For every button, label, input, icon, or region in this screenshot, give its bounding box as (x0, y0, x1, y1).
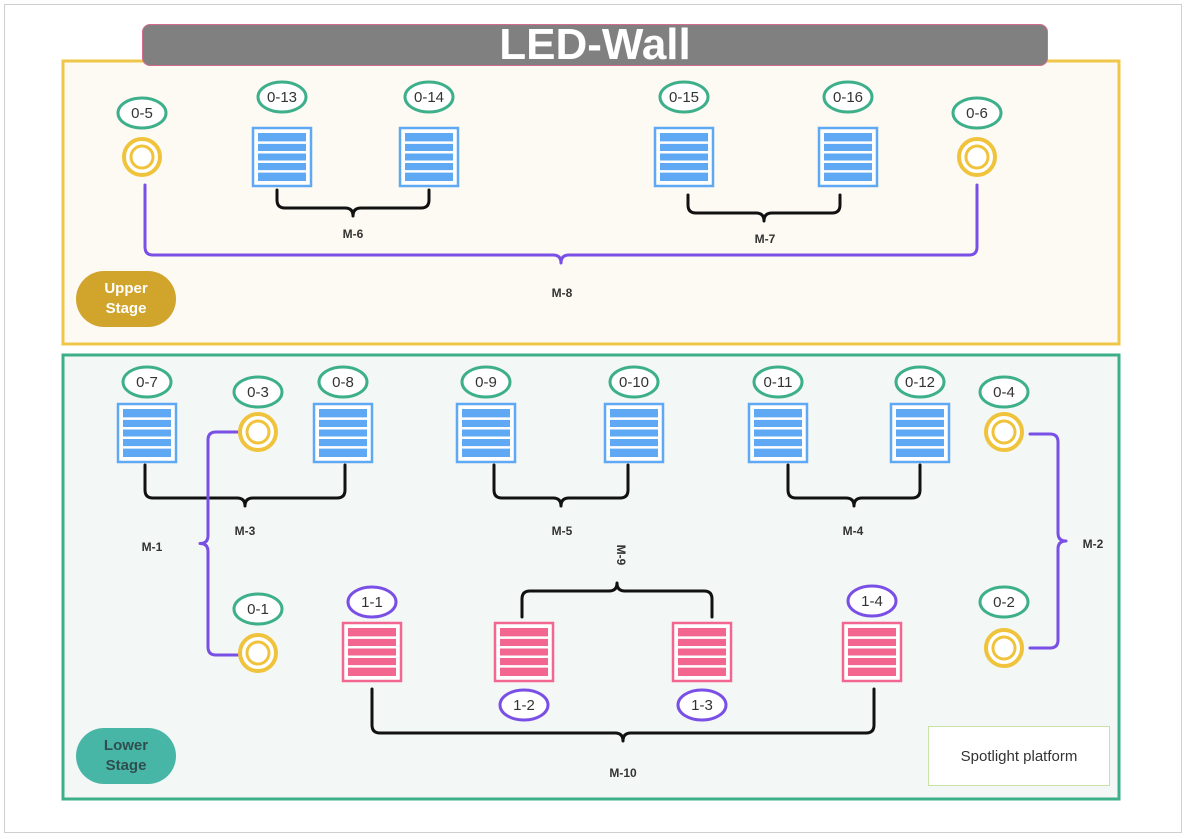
node-tag-oval (822, 80, 874, 114)
group-label: M-7 (755, 232, 776, 246)
group-label: M-9 (614, 545, 628, 566)
led-panel-0-10 (603, 402, 665, 464)
node-tag-label: 0-12 (905, 374, 935, 391)
spotlight-0-2 (984, 628, 1024, 668)
group-label: M-6 (343, 227, 364, 241)
led-panel-0-7 (116, 402, 178, 464)
group-bracket-m-3 (143, 463, 347, 508)
node-tag-label: 0-9 (475, 374, 497, 391)
group-bracket-m-6 (275, 188, 431, 218)
node-tag-label: 1-2 (513, 697, 535, 714)
node-tag-label: 0-1 (247, 601, 269, 618)
node-tag-oval (608, 365, 660, 399)
node-tag-oval (317, 365, 369, 399)
spotlight-0-1 (238, 633, 278, 673)
node-tag-label: 0-10 (619, 374, 649, 391)
node-tag-oval (978, 585, 1030, 619)
led-panel-0-12 (889, 402, 951, 464)
spotlight-platform-box: Spotlight platform (928, 726, 1110, 786)
node-tag-oval (403, 80, 455, 114)
node-tag-oval (346, 585, 398, 619)
upper-stage-badge: Upper Stage (76, 271, 176, 327)
led-panel-0-14 (398, 126, 460, 188)
group-bracket-m-8 (143, 183, 979, 265)
led-panel-1-2 (493, 621, 555, 683)
node-tag-oval (460, 365, 512, 399)
node-tag-oval (116, 96, 168, 130)
led-panel-0-8 (312, 402, 374, 464)
node-tag-label: 0-7 (136, 374, 158, 391)
led-panel-1-3 (671, 621, 733, 683)
node-tag-label: 1-3 (691, 697, 713, 714)
spotlight-0-3 (238, 412, 278, 452)
node-tag-oval (498, 688, 550, 722)
node-tag-label: 0-14 (414, 89, 444, 106)
node-tag-oval (951, 96, 1003, 130)
page-title: LED-Wall (499, 20, 691, 69)
led-panel-0-13 (251, 126, 313, 188)
group-label: M-5 (552, 524, 573, 538)
node-tag-label: 0-5 (131, 105, 153, 122)
group-bracket-m-2 (1028, 432, 1068, 650)
node-tag-label: 1-4 (861, 593, 883, 610)
group-label: M-10 (609, 766, 637, 780)
led-panel-1-4 (841, 621, 903, 683)
node-tag-label: 0-16 (833, 89, 863, 106)
spotlight-0-6 (957, 137, 997, 177)
node-tag-oval (256, 80, 308, 114)
led-panel-0-16 (817, 126, 879, 188)
group-label: M-1 (142, 540, 163, 554)
node-tag-label: 0-13 (267, 89, 297, 106)
group-bracket-m-10 (370, 687, 876, 743)
node-tag-label: 0-11 (764, 374, 793, 391)
lower-stage-badge: Lower Stage (76, 728, 176, 784)
title-banner: LED-Wall (142, 20, 1048, 69)
node-tag-label: 0-4 (993, 384, 1015, 401)
group-label: M-2 (1083, 537, 1104, 551)
node-tag-label: 0-8 (332, 374, 354, 391)
group-bracket-m-5 (492, 463, 630, 508)
led-panel-1-1 (341, 621, 403, 683)
group-bracket-m-9 (520, 581, 714, 619)
node-tag-label: 0-2 (993, 594, 1015, 611)
led-panel-0-9 (455, 402, 517, 464)
node-tag-oval (658, 80, 710, 114)
group-bracket-m-1 (198, 430, 240, 657)
spotlight-platform-label: Spotlight platform (960, 747, 1078, 765)
led-panel-0-15 (653, 126, 715, 188)
led-panel-0-11 (747, 402, 809, 464)
spotlight-0-5 (122, 137, 162, 177)
group-bracket-m-4 (786, 463, 922, 508)
node-tag-oval (232, 592, 284, 626)
node-tag-oval (846, 584, 898, 618)
group-label: M-3 (235, 524, 256, 538)
canvas-frame (4, 4, 1182, 833)
node-tag-oval (232, 375, 284, 409)
node-tag-label: 1-1 (361, 594, 383, 611)
node-tag-oval (978, 375, 1030, 409)
node-tag-label: 0-3 (247, 384, 269, 401)
node-tag-oval (121, 365, 173, 399)
node-tag-oval (676, 688, 728, 722)
node-tag-oval (894, 365, 946, 399)
group-label: M-4 (843, 524, 864, 538)
node-tag-label: 0-15 (669, 89, 699, 106)
group-label: M-8 (552, 286, 573, 300)
spotlight-0-4 (984, 412, 1024, 452)
node-tag-label: 0-6 (966, 105, 988, 122)
node-tag-oval (752, 365, 804, 399)
group-bracket-m-7 (686, 193, 842, 223)
